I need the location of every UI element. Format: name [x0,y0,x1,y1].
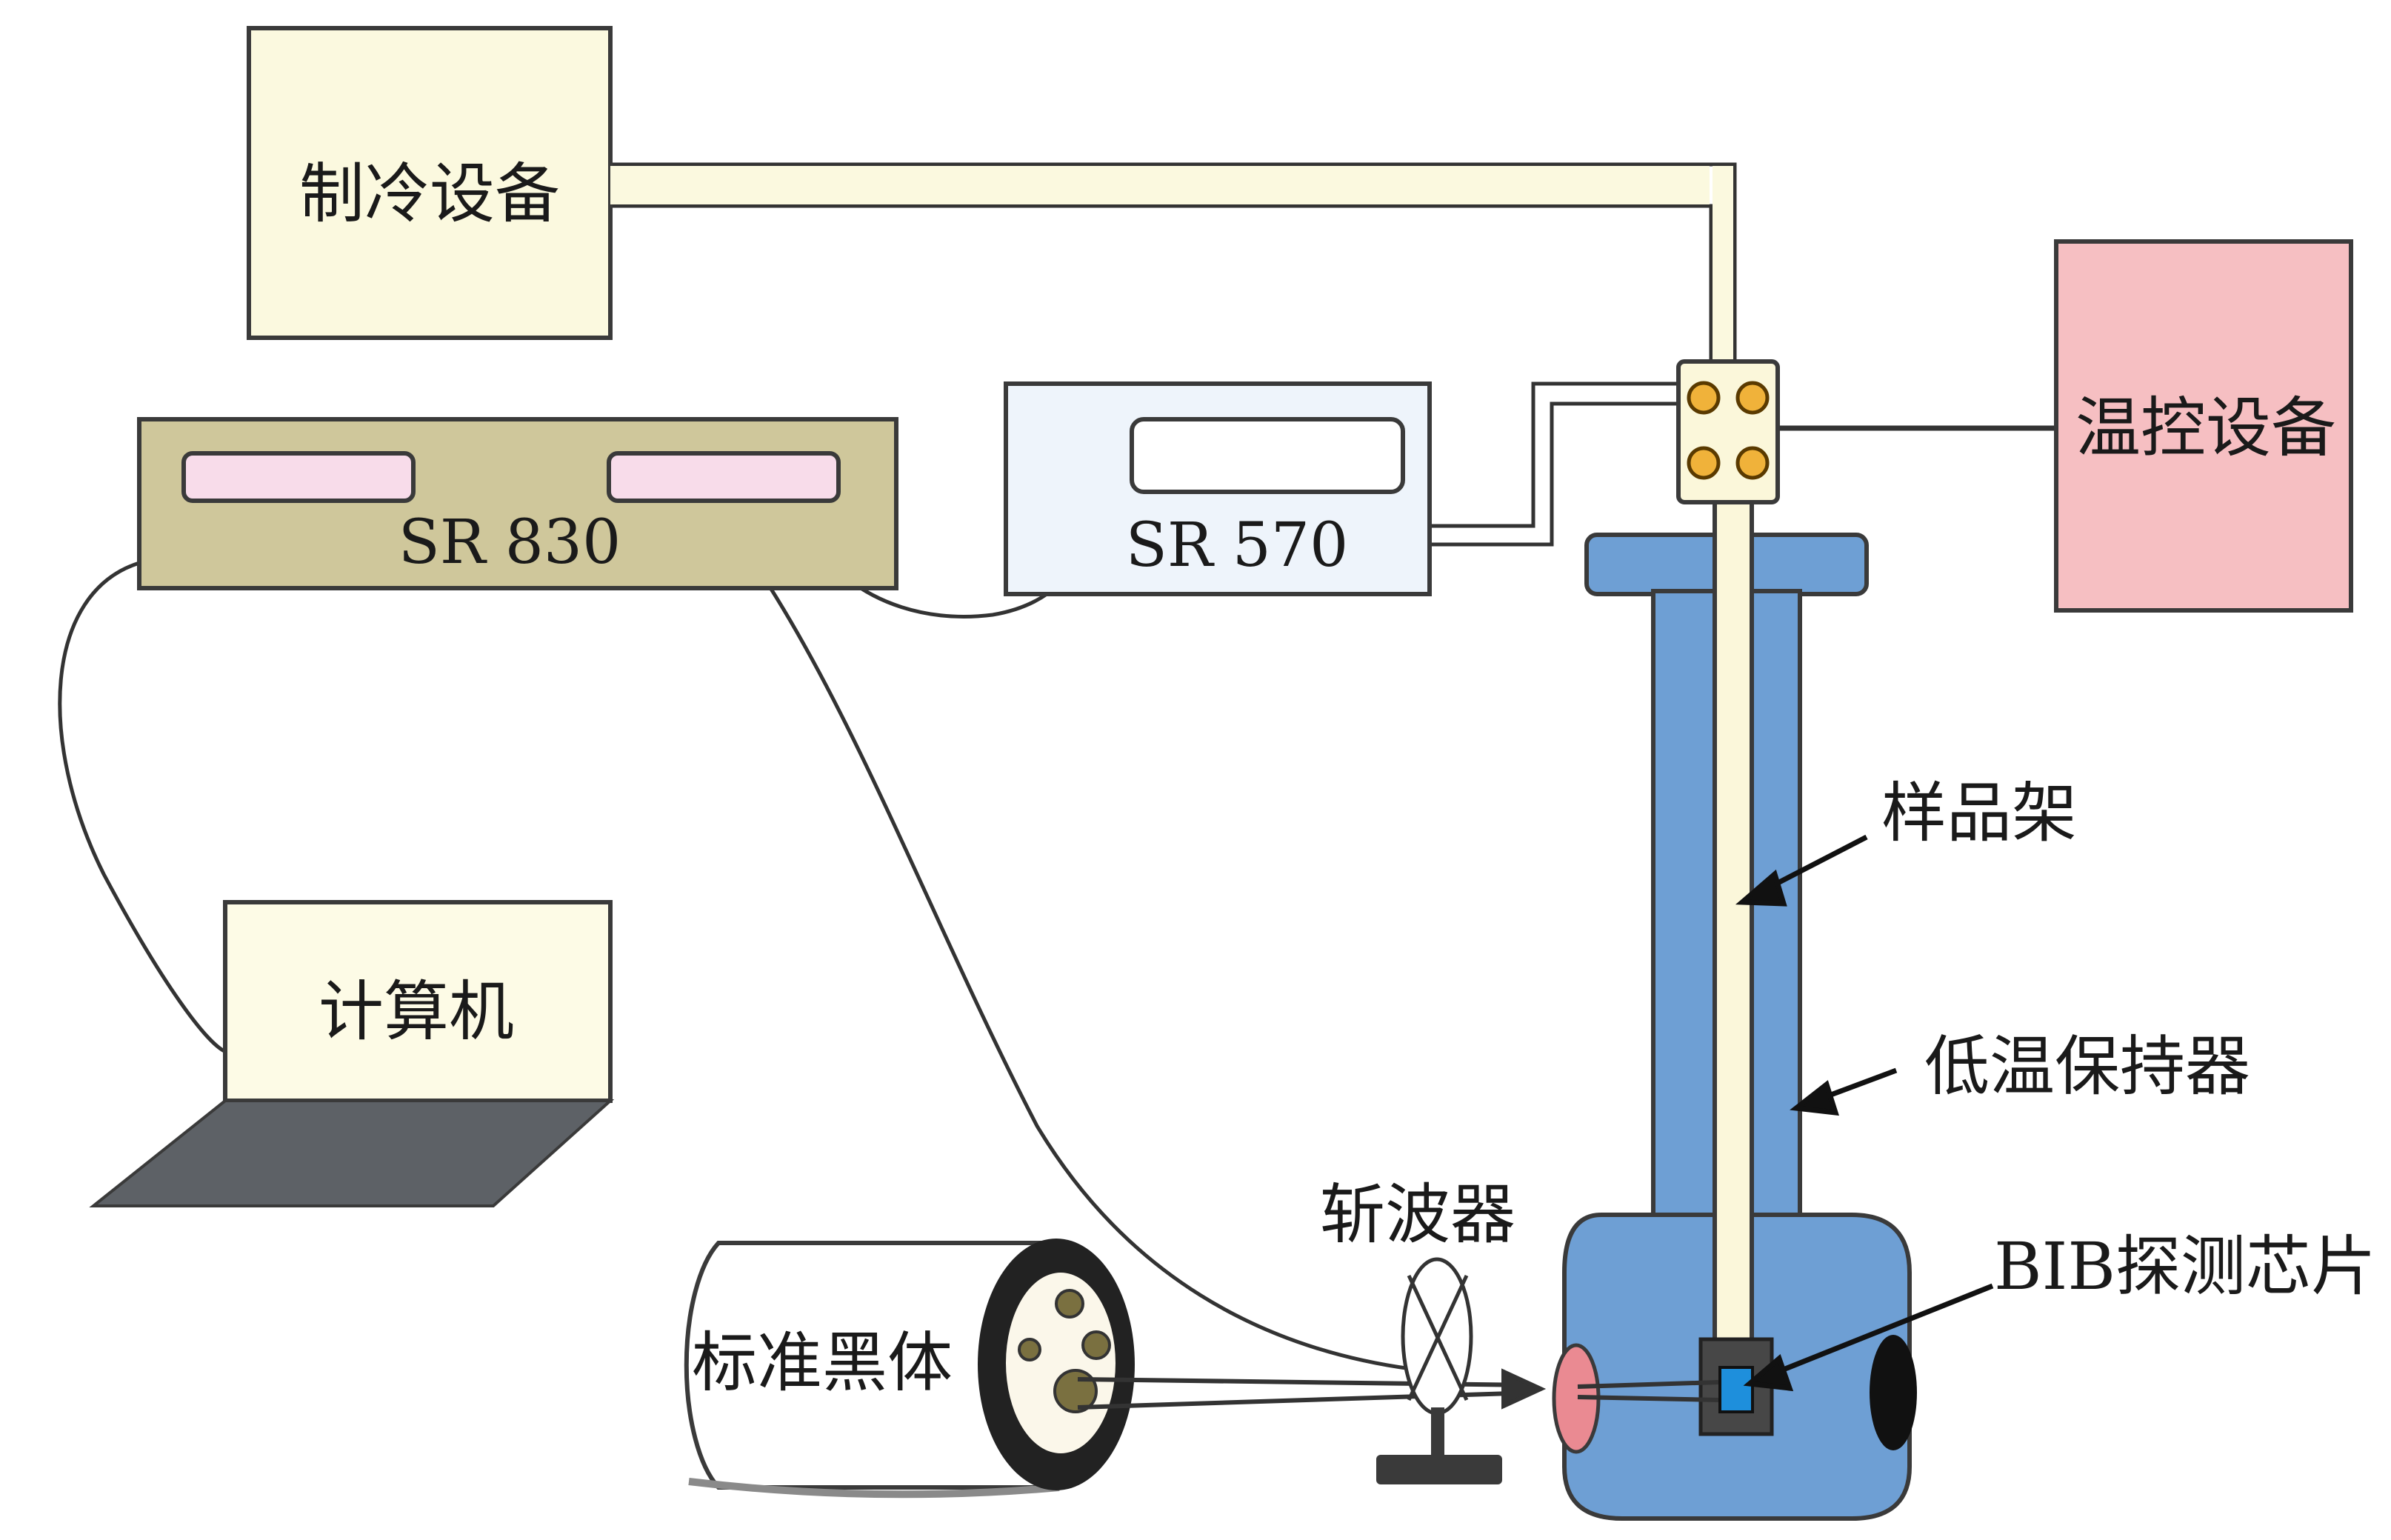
connector-pin [1735,446,1770,480]
sr570-wire-lower [1430,401,1681,547]
connector-pin [1735,381,1770,415]
blackbody-port [1081,1330,1111,1360]
chopper-label: 斩波器 [1320,1176,1515,1253]
refrigeration-pipe-outer [607,162,1737,363]
sr570-label: SR 570 [1126,510,1349,581]
chopper-blade [1407,1274,1469,1401]
callouts [1735,834,1994,1392]
refrigeration-box [247,26,613,340]
sample-holder-label: 样品架 [1881,775,2077,851]
sr830-lock-in-amplifier: SR 830 [137,417,898,590]
temp-control-box [2054,239,2353,613]
optical-chopper: 斩波器 [1320,1176,1515,1484]
connector-pin [1687,446,1721,480]
chopper-post [1431,1407,1444,1461]
cryostat-arrowhead [1790,1080,1839,1116]
sr830-chopper-cable [746,553,1412,1371]
bib-chip-arrowhead [1743,1354,1794,1392]
blackbody-label: 标准黑体 [692,1324,953,1401]
laptop-keyboard [89,1099,615,1207]
beam-to-chip-lower [1577,1395,1719,1402]
sr830-body [137,417,898,590]
bib-chip-arrow-line [1765,1283,1994,1379]
computer-laptop: 计算机 [89,900,615,1207]
cryostat-label: 低温保持器 [1924,1028,2250,1104]
cryostat-window-right [1870,1335,1917,1450]
sr830-label: SR 830 [398,507,621,578]
sample-holder [1713,500,1754,1402]
chip-die [1718,1366,1754,1413]
computer-label: 计算机 [319,973,514,1050]
refrigeration-equipment: 制冷设备 [247,26,1733,366]
sample-holder-arrowhead [1735,869,1787,907]
sr570-wire-upper [1430,381,1681,528]
connector-block [1676,359,1780,504]
cables [58,162,2059,1371]
refrigeration-pipe-inner [607,204,1713,363]
sr830-computer-cable [58,561,227,1054]
blackbody-base-shadow [688,1478,1060,1499]
standard-blackbody: 标准黑体 [684,1239,1135,1499]
laptop-screen [223,900,613,1103]
bib-chip-label: BIB探测芯片 [1994,1228,2376,1304]
sr830-screen-left [181,451,416,503]
sr830-screen-right [607,451,841,503]
sr570-preamplifier: SR 570 [1004,381,1432,596]
connector-body [1676,359,1780,504]
blackbody-cylinder [684,1241,1059,1490]
refrigeration-pipe-fill [610,166,1710,204]
temp-control-label: 温控设备 [2075,390,2336,466]
temperature-control-equipment: 温控设备 [2054,239,2353,613]
beam-arrowhead [1501,1368,1547,1410]
blackbody-port [1055,1289,1084,1319]
blackbody-port [1018,1338,1041,1361]
chopper-base [1376,1455,1502,1484]
beam-to-chip-upper [1577,1380,1719,1389]
connector-pin [1687,381,1721,415]
sample-holder-rod [1713,500,1754,1402]
refrigeration-pipe-fill-v [1713,166,1733,366]
refrigeration-label: 制冷设备 [299,156,560,232]
sr570-display [1130,417,1405,494]
bib-detector-chip [1698,1337,1774,1436]
